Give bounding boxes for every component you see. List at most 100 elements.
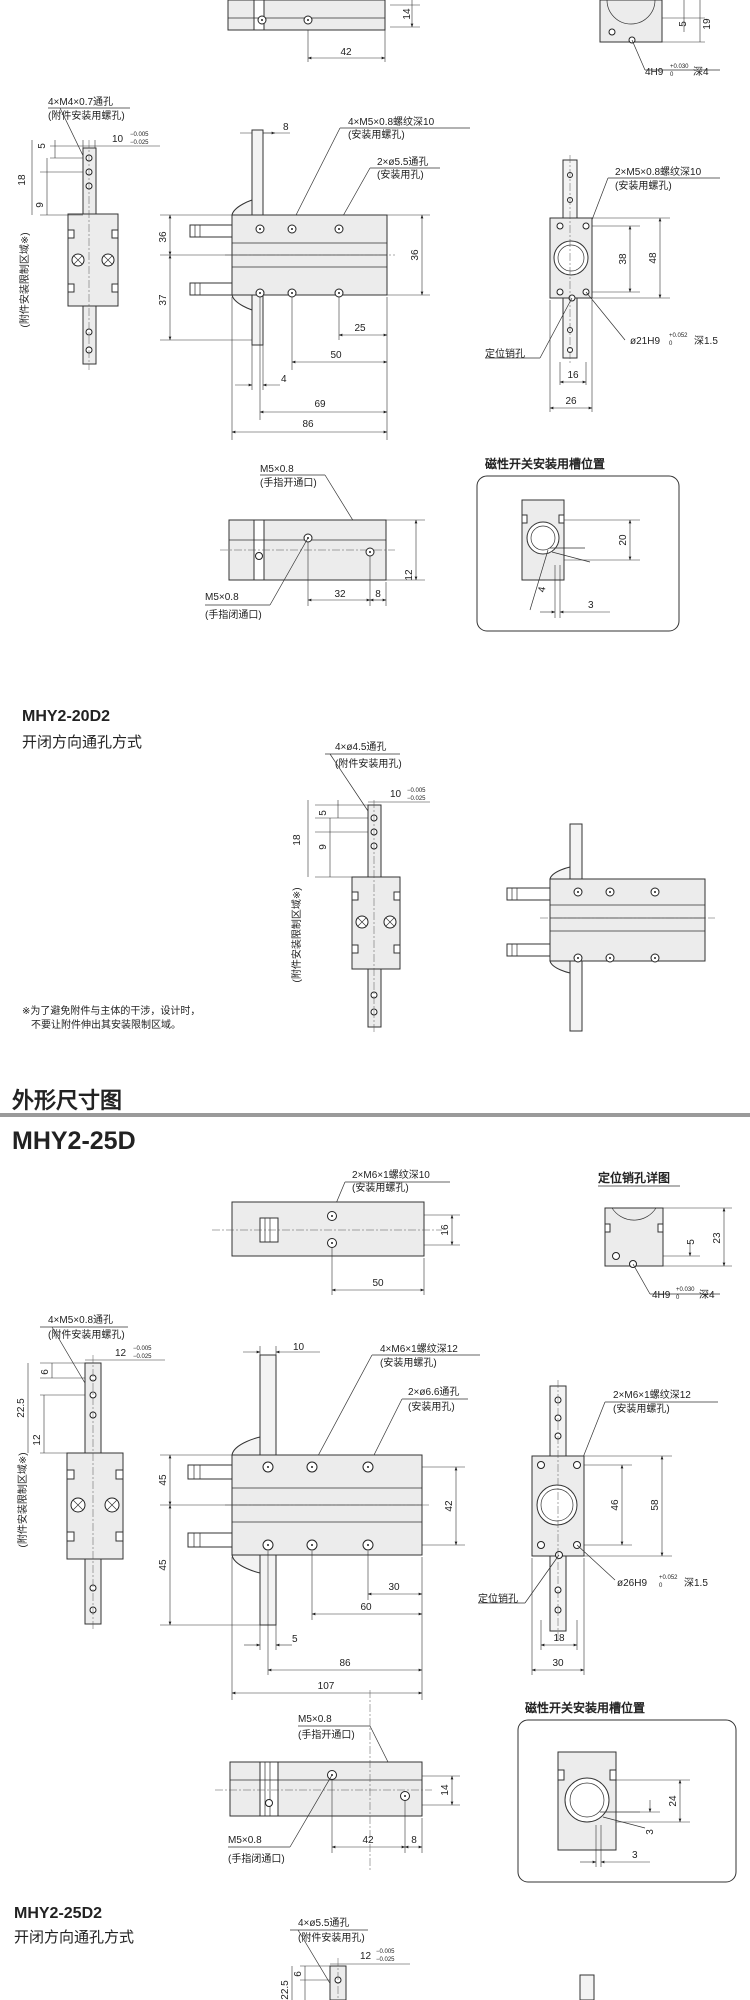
25d-bottom-dim-42: 42 — [362, 1835, 374, 1846]
mhy2-20d2-callout: 4×ø4.5通孔 — [335, 741, 386, 753]
25d-front-dim-5: 5 — [292, 1634, 298, 1645]
mhy2-20d2-tol-lower: −0.025 — [407, 796, 426, 802]
25d-side-tol-upper: −0.005 — [133, 1346, 152, 1352]
side-callout: 4×M4×0.7通孔 — [48, 96, 113, 108]
25d-front-dim-30: 30 — [388, 1582, 400, 1593]
mhy2-25d2-tol-lower: −0.025 — [376, 1957, 395, 1963]
25d-front-callout-a-sub: (安装用螺孔) — [380, 1356, 437, 1369]
25d-front-dim-45b: 45 — [158, 1559, 169, 1571]
mhy2-20d2-vertical-note: (附件安装限制区域※) — [290, 887, 303, 982]
25d-side-dim-12b: 12 — [32, 1434, 43, 1446]
25d-top-dim-50: 50 — [372, 1278, 384, 1289]
mhy2-25d-bottom-view: M5×0.8 (手指开通口) M5×0.8 (手指闭通口) 14 42 8 — [215, 1690, 460, 1870]
mhy2-25d2-callout-sub: (附件安装用孔) — [298, 1931, 365, 1944]
bottom-port-close: M5×0.8 — [205, 592, 239, 603]
25d-switch-dim-3a: 3 — [645, 1829, 656, 1835]
25d-side-callout-sub: (附件安装用螺孔) — [48, 1328, 125, 1341]
mhy2-20d-bottom-view: M5×0.8 (手指开通口) M5×0.8 (手指闭通口) 12 32 8 — [205, 464, 425, 621]
25d-front-dim-60: 60 — [360, 1602, 372, 1613]
25d-front-dim-107: 107 — [318, 1681, 335, 1692]
mhy2-20d2-dim-18: 18 — [292, 834, 303, 846]
front-callout-a-sub: (安装用螺孔) — [348, 128, 405, 141]
mhy2-20d2-tol-upper: −0.005 — [407, 788, 426, 794]
end-pin-label: 定位销孔 — [485, 347, 525, 360]
side-dim-10: 10 — [112, 134, 124, 145]
front-dim-8: 8 — [283, 122, 289, 133]
25d-front-callout-b-sub: (安装用孔) — [408, 1400, 455, 1413]
25d-side-dim-22-5: 22.5 — [16, 1398, 27, 1418]
end-callout-sub: (安装用螺孔) — [615, 179, 672, 192]
pin-depth: 深4 — [693, 66, 709, 78]
end-bore-depth: 深1.5 — [694, 335, 718, 347]
25d-side-dim-12: 12 — [115, 1348, 127, 1359]
25d-pin-tol0: 0 — [676, 1295, 680, 1301]
25d-switch-dim-3b: 3 — [632, 1850, 638, 1861]
switch-box-title: 磁性开关安装用槽位置 — [484, 456, 605, 471]
25d-bottom-port-close: M5×0.8 — [228, 1835, 262, 1846]
end-dim-48: 48 — [648, 252, 659, 264]
pin-tol0: 0 — [670, 72, 674, 78]
side-tol-upper: −0.005 — [130, 132, 149, 138]
mhy2-20d2-title: MHY2-20D2 — [22, 708, 110, 725]
front-callout-a: 4×M5×0.8螺纹深10 — [348, 115, 435, 128]
front-dim-36-left: 36 — [158, 231, 169, 243]
25d-end-bore-tol0: 0 — [659, 1583, 663, 1589]
25d-bottom-dim-8: 8 — [411, 1835, 417, 1846]
25d-bottom-port-open-sub: (手指开通口) — [298, 1728, 355, 1741]
front-dim-4: 4 — [281, 374, 287, 385]
mhy2-20d2-subtitle: 开闭方向通孔方式 — [22, 734, 142, 751]
mhy2-20d2-section: MHY2-20D2 开闭方向通孔方式 4×ø4.5通孔 (附件安装用孔) 10 … — [22, 708, 715, 1032]
25d-top-dim-16: 16 — [440, 1224, 451, 1236]
mhy2-20d2-dim-10: 10 — [390, 789, 402, 800]
dim-5: 5 — [678, 21, 689, 27]
25d-end-bore-tol: +0.052 — [659, 1575, 678, 1581]
front-dim-50: 50 — [330, 350, 342, 361]
switch-dim-3: 3 — [588, 600, 594, 611]
mhy2-20d2-callout-sub: (附件安装用孔) — [335, 757, 402, 770]
switch-dim-4: 4 — [537, 585, 549, 593]
mhy2-25d-top-view: 2×M6×1螺纹深10 (安装用螺孔) 16 50 — [212, 1168, 460, 1295]
mhy2-20d-front-view: 4×M5×0.8螺纹深10 (安装用螺孔) 2×ø5.5通孔 (安装用孔) 8 — [158, 115, 470, 440]
25d-front-callout-a: 4×M6×1螺纹深12 — [380, 1342, 458, 1355]
front-dim-36-right: 36 — [410, 249, 421, 261]
25d-side-vertical-note: (附件安装限制区域※) — [16, 1452, 29, 1547]
dim-42: 42 — [340, 47, 352, 58]
25d-end-pin-label: 定位销孔 — [478, 1592, 518, 1605]
25d-bottom-port-close-sub: (手指闭通口) — [228, 1852, 285, 1865]
mhy2-25d-pin-detail: 定位销孔详图 5 23 4H9 +0.030 0 深4 — [598, 1170, 732, 1301]
dim-19: 19 — [702, 18, 713, 30]
mhy2-20d-side-view: 4×M4×0.7通孔 (附件安装用螺孔) 10 −0.005 −0.025 5 … — [17, 96, 160, 370]
25d-pin-dim-5: 5 — [686, 1239, 697, 1245]
25d-front-dim-42: 42 — [444, 1500, 455, 1512]
mhy2-20d2-note-2: 不要让附件伸出其安装限制区域。 — [31, 1018, 181, 1031]
25d-pin-dim-23: 23 — [712, 1232, 723, 1244]
switch-dim-20: 20 — [618, 534, 629, 546]
25d-top-callout-sub: (安装用螺孔) — [352, 1181, 409, 1194]
mhy2-25d-switch-box: 磁性开关安装用槽位置 24 3 3 — [517, 1700, 737, 1883]
25d-end-callout: 2×M6×1螺纹深12 — [613, 1388, 691, 1401]
mhy2-25d2-dim-12: 12 — [360, 1951, 372, 1962]
25d-end-dim-58: 58 — [650, 1499, 661, 1511]
end-dim-26: 26 — [565, 396, 577, 407]
mhy2-25d2-dim-22-5: 22.5 — [280, 1980, 291, 2000]
25d-front-dim-10: 10 — [293, 1342, 305, 1353]
25d-pin-detail-title: 定位销孔详图 — [598, 1170, 670, 1185]
25d-end-bore: ø26H9 — [617, 1578, 647, 1589]
mhy2-25d2-callout: 4×ø5.5通孔 — [298, 1917, 349, 1929]
mhy2-25d-end-view: 2×M6×1螺纹深12 (安装用螺孔) 46 58 ø26H9 +0.052 0… — [478, 1380, 718, 1675]
end-dim-38: 38 — [618, 253, 629, 265]
section-heading-text: 外形尺寸图 — [12, 1088, 122, 1113]
side-dim-9: 9 — [35, 202, 46, 208]
mhy2-25d2-title: MHY2-25D2 — [14, 1905, 102, 1922]
mhy2-20d-end-view: 2×M5×0.8螺纹深10 (安装用螺孔) 38 48 ø21H9 +0.052… — [485, 155, 720, 412]
25d-side-callout: 4×M5×0.8通孔 — [48, 1314, 113, 1326]
end-bore: ø21H9 — [630, 336, 660, 347]
section-heading: 外形尺寸图 MHY2-25D — [0, 1088, 750, 1155]
side-dim-5: 5 — [37, 143, 48, 149]
25d-side-dim-6: 6 — [40, 1369, 51, 1375]
25d-end-dim-46: 46 — [610, 1499, 621, 1511]
front-dim-37: 37 — [158, 294, 169, 306]
bottom-port-close-sub: (手指闭通口) — [205, 608, 262, 621]
25d-bottom-port-open: M5×0.8 — [298, 1714, 332, 1725]
25d-end-dim-30: 30 — [552, 1658, 564, 1669]
